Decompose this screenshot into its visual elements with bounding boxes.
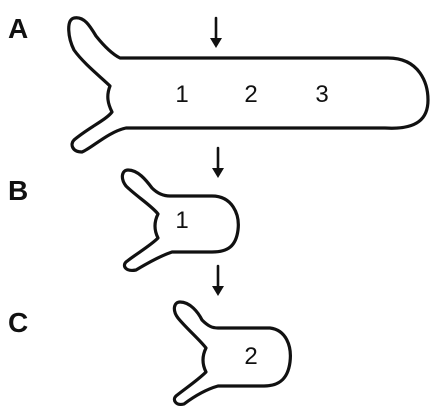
panel-label-a: A — [8, 13, 28, 44]
down-arrow-icon — [212, 146, 224, 178]
panel-b: B 1 — [8, 146, 240, 272]
panel-a: A 1 2 3 — [8, 13, 430, 154]
shape-c-outline — [172, 300, 292, 406]
segment-label-a-3: 3 — [315, 81, 328, 108]
segment-label-b-1: 1 — [175, 207, 188, 234]
panel-label-b: B — [8, 175, 28, 206]
segment-label-c-2: 2 — [244, 343, 257, 370]
panel-c: C 2 — [8, 264, 292, 406]
panel-label-c: C — [8, 307, 28, 338]
segment-label-a-2: 2 — [244, 81, 257, 108]
shape-a-outline — [67, 16, 430, 154]
segment-label-a-1: 1 — [175, 81, 188, 108]
shape-b-outline — [120, 168, 240, 272]
down-arrow-icon — [212, 264, 224, 296]
down-arrow-icon — [210, 16, 222, 48]
